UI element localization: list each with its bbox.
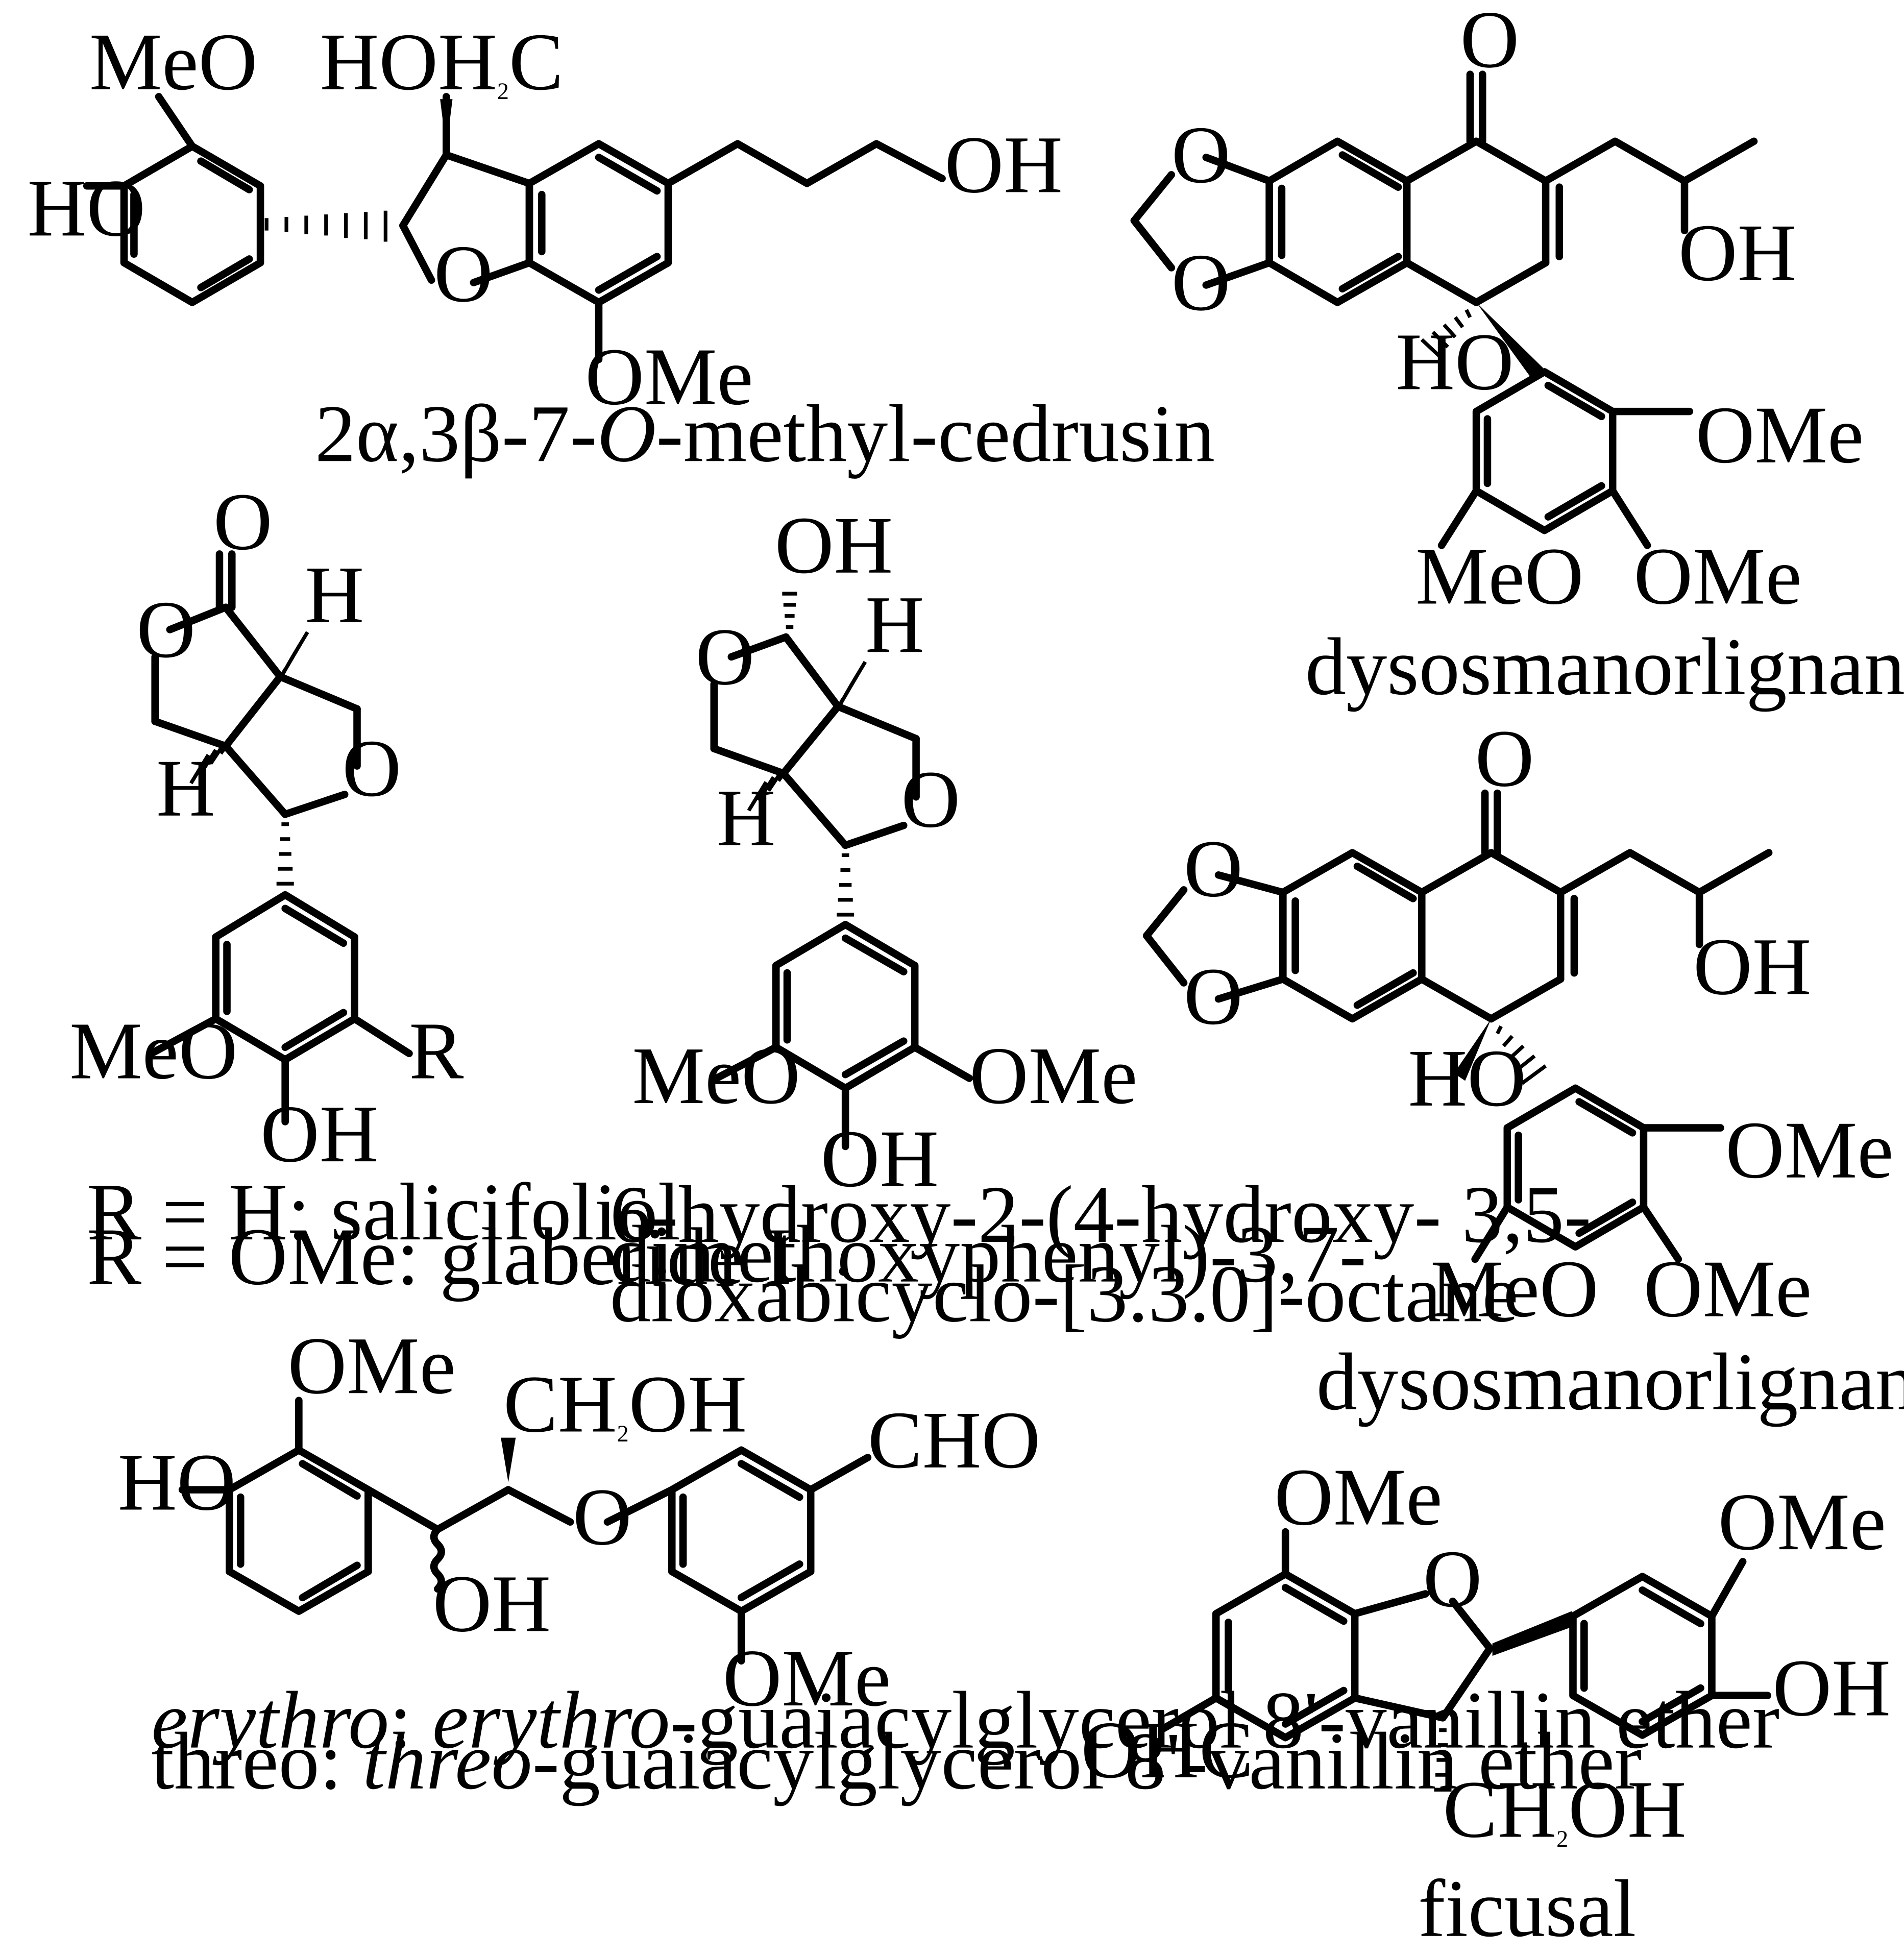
salicifoliol-h1-label: H bbox=[305, 549, 364, 640]
salicifoliol-hash-bonds bbox=[189, 631, 309, 886]
dys-b-hash-bond bbox=[1420, 309, 1472, 358]
guaiacyl-ch2oh-label: CH2OH bbox=[503, 1358, 747, 1449]
cedrusin-ome-label: OMe bbox=[585, 331, 753, 422]
dys-a-oh-label: OH bbox=[1693, 921, 1811, 1012]
dys-a-ome2-label: OMe bbox=[1644, 1243, 1812, 1334]
dys-b-ketone-o-label: O bbox=[1460, 0, 1520, 85]
octane-caption-line2: dimethoxyphenyl)-3,7- bbox=[610, 1209, 1366, 1300]
octane-h1-label: H bbox=[865, 579, 924, 670]
cedrusin-hoh2c-label: HOH2C bbox=[320, 16, 564, 107]
guaiacyl-caption-line1: erythro: erythro-guaiacylglycerol 8'-van… bbox=[151, 1675, 1779, 1766]
cedrusin-ho-label: HO bbox=[28, 162, 145, 253]
dys-a-dioxole-o2-label: O bbox=[1184, 951, 1243, 1042]
ficusal-oh-label: OH bbox=[1772, 1643, 1890, 1733]
dys-b-caption: dysosmanorlignan B bbox=[1305, 621, 1904, 712]
dys-a-ketone-o-label: O bbox=[1475, 713, 1534, 803]
cedrusin-bonds bbox=[83, 93, 946, 363]
cedrusin-ring-o-label: O bbox=[434, 228, 493, 319]
dys-a-dioxole-o1-label: O bbox=[1184, 823, 1243, 914]
dys-a-meo-label: MeO bbox=[1430, 1243, 1598, 1334]
cedrusin-wedge-bond bbox=[440, 99, 453, 149]
structure-ficusal: OMe O OMe OH OHC CH2OH ficusal bbox=[1081, 1452, 1891, 1954]
ficusal-ome-right-label: OMe bbox=[1718, 1476, 1886, 1567]
guaiacyl-caption-line2: threo: threo-guaiacylglycerol 8'-vanilli… bbox=[151, 1716, 1642, 1806]
guaiacyl-oh-label: OH bbox=[433, 1558, 551, 1649]
ficusal-ch2oh-label: CH2OH bbox=[1443, 1764, 1687, 1854]
dys-b-wedge-bond bbox=[1476, 302, 1544, 380]
octane-ring-o1-label: O bbox=[695, 611, 754, 702]
dys-a-caption: dysosmanorlignan A bbox=[1316, 1336, 1904, 1427]
octane-caption-line1: 6-hydroxy-2-(4-hydroxy- 3,5- bbox=[610, 1169, 1592, 1260]
guaiacyl-wedge-bond bbox=[501, 1437, 516, 1483]
salicifoliol-thf-o-label: O bbox=[342, 723, 401, 814]
guaiacyl-ho-label: HO bbox=[118, 1436, 236, 1527]
cedrusin-hash-bond bbox=[264, 210, 387, 242]
salicifoliol-r-label: R bbox=[409, 1005, 463, 1096]
structure-dysosmanorlignan-b: O O O OH HO OMe MeO OMe dysosmanorlignan… bbox=[1130, 0, 1904, 712]
salicifoliol-caption-line1: R = H: salicifoliol bbox=[87, 1166, 680, 1257]
octane-ome-label: OMe bbox=[969, 1030, 1137, 1121]
octane-meo-label: MeO bbox=[632, 1030, 800, 1121]
ficusal-caption: ficusal bbox=[1418, 1863, 1636, 1954]
octane-caption-line3: dioxabicyclo-[3.3.0]-octane bbox=[610, 1248, 1519, 1339]
octane-ring-o2-label: O bbox=[901, 754, 960, 845]
dys-b-oh-label: OH bbox=[1678, 207, 1796, 298]
cedrusin-meo-label: MeO bbox=[89, 16, 257, 107]
ficusal-ring-o-label: O bbox=[1423, 1533, 1482, 1624]
cedrusin-caption: 2α,3β-7-O-methyl-cedrusin bbox=[315, 388, 1215, 479]
guaiacyl-bonds bbox=[178, 1397, 872, 1665]
salicifoliol-meo-label: MeO bbox=[69, 1005, 237, 1096]
ficusal-wedge-bond bbox=[1492, 1611, 1574, 1656]
dys-b-ome2-label: OMe bbox=[1633, 530, 1801, 621]
dys-b-ome1-label: OMe bbox=[1696, 389, 1864, 480]
guaiacyl-ome-label: OMe bbox=[723, 1632, 891, 1723]
octane-top-oh-label: OH bbox=[775, 500, 893, 591]
guaiacyl-cho-label: CHO bbox=[868, 1395, 1040, 1485]
dys-a-ome1-label: OMe bbox=[1725, 1105, 1893, 1195]
octane-bonds bbox=[710, 633, 973, 1151]
dys-b-ho-label: HO bbox=[1396, 316, 1514, 407]
octane-h2-label: H bbox=[717, 772, 776, 863]
structure-dioxabicyclooctane: OH H O H O MeO OMe OH 6-hydroxy-2-(4-hyd… bbox=[610, 500, 1592, 1339]
salicifoliol-h2-label: H bbox=[156, 743, 215, 834]
guaiacyl-wavy-bond bbox=[430, 1526, 445, 1593]
dys-a-bonds bbox=[1142, 789, 1773, 1263]
ficusal-ohc-label: OHC bbox=[1081, 1704, 1254, 1795]
salicifoliol-carbonyl-o-label: O bbox=[213, 476, 273, 567]
dys-b-bonds bbox=[1130, 70, 1758, 549]
ficusal-ome-top-label: OMe bbox=[1274, 1452, 1442, 1543]
octane-hash-bonds bbox=[747, 592, 867, 917]
dys-b-dioxole-o1-label: O bbox=[1171, 109, 1231, 200]
salicifoliol-caption-line2: R = OMe: glaberide I bbox=[87, 1211, 792, 1302]
dys-a-hash-bond bbox=[1496, 1025, 1547, 1085]
structure-cedrusin: MeO HO HOH2C O OH OMe 2α,3β-7-O-methyl-c… bbox=[28, 16, 1215, 479]
ficusal-bonds bbox=[1159, 1528, 1771, 1742]
salicifoliol-oh-label: OH bbox=[260, 1088, 378, 1179]
guaiacyl-ether-o-label: O bbox=[573, 1471, 632, 1562]
structure-dysosmanorlignan-a: O O O OH HO OMe MeO OMe dysosmanorlignan… bbox=[1142, 713, 1904, 1427]
cedrusin-oh-label: OH bbox=[944, 119, 1062, 210]
octane-oh-label: OH bbox=[821, 1113, 939, 1204]
salicifoliol-bonds bbox=[148, 550, 413, 1126]
structure-guaiacylglycerol: OMe HO CH2OH O OH OMe CHO erythro: eryth… bbox=[118, 1320, 1779, 1806]
dys-a-ho-label: HO bbox=[1408, 1033, 1526, 1123]
dys-a-wedge-bond bbox=[1454, 1018, 1492, 1081]
dys-b-dioxole-o2-label: O bbox=[1171, 237, 1231, 328]
salicifoliol-lactone-o-label: O bbox=[136, 584, 196, 675]
structure-salicifoliol: O H O H O MeO R OH R = H: salicifoliol R… bbox=[69, 476, 792, 1302]
dys-b-meo-label: MeO bbox=[1415, 530, 1583, 621]
guaiacyl-ome-top-label: OMe bbox=[288, 1320, 456, 1411]
ficusal-hash-bond bbox=[1434, 1728, 1452, 1792]
